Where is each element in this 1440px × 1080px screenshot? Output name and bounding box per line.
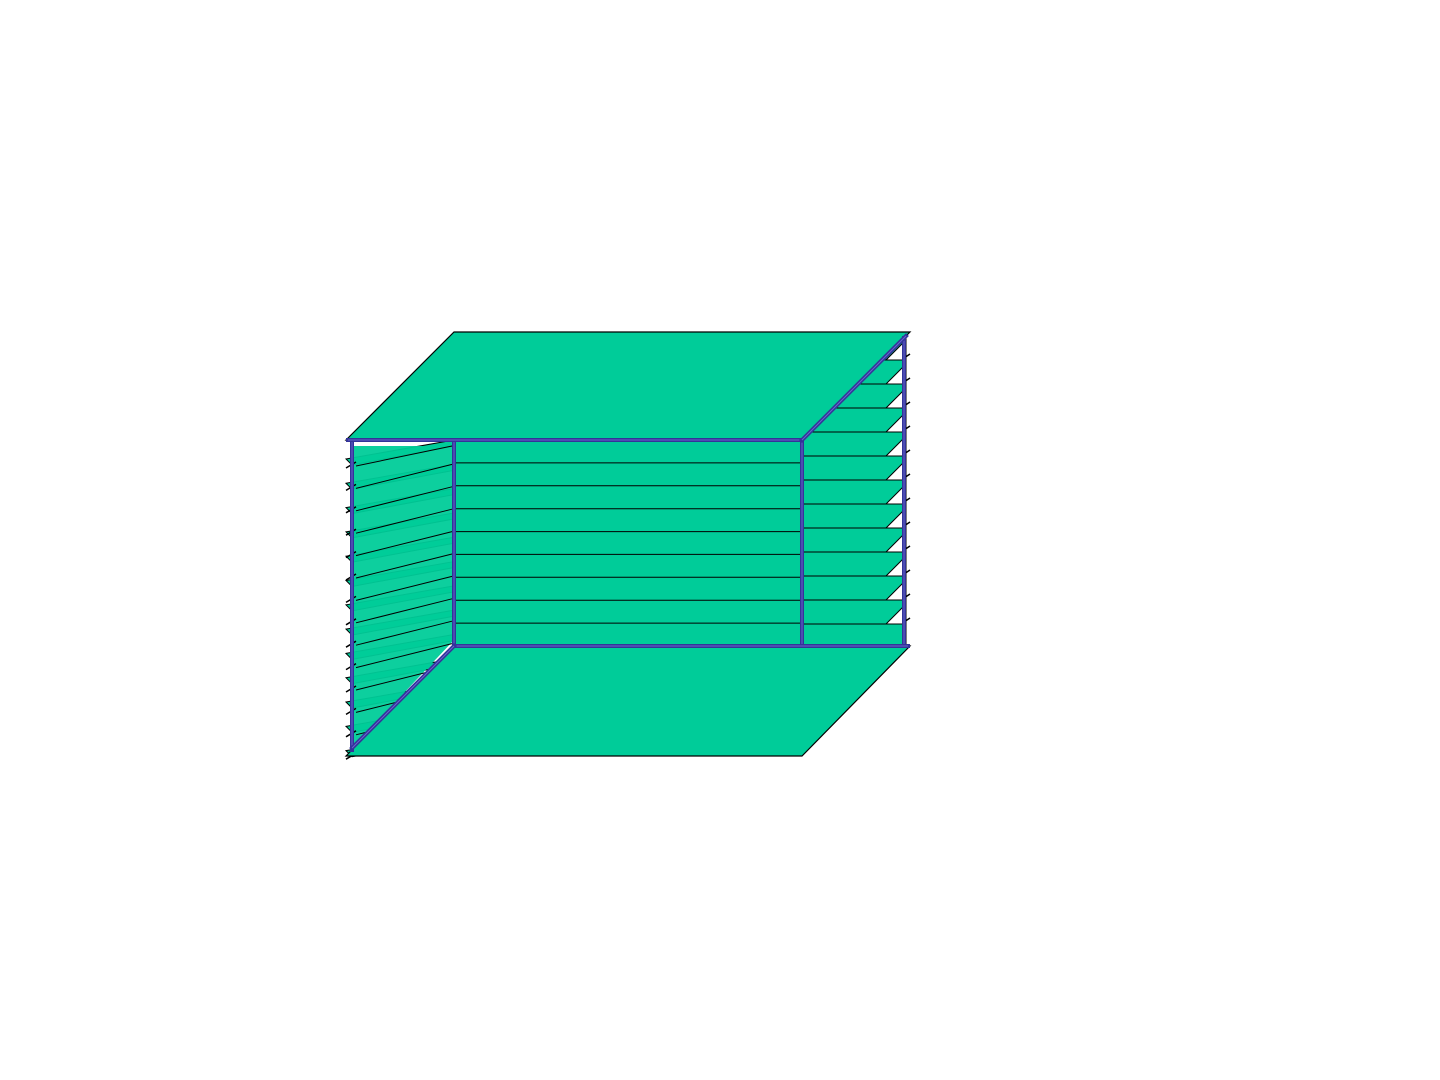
back-wall xyxy=(453,439,803,647)
left-wall-hatch xyxy=(355,445,453,467)
left-wall-hatch xyxy=(355,643,453,669)
left-wall-hatch xyxy=(355,620,453,646)
left-wall-hatch xyxy=(355,598,453,624)
bottom-left-beam-highlight xyxy=(351,645,455,749)
left-wall-hatch xyxy=(355,463,453,489)
left-wall-hatch xyxy=(355,486,453,512)
frame-edges-group xyxy=(346,333,910,752)
top-right-beam-highlight xyxy=(801,335,907,441)
left-wall-body xyxy=(352,446,454,748)
left-wall-hatch xyxy=(355,553,453,579)
back-wall-group xyxy=(453,439,803,647)
left-wall-hatch xyxy=(355,508,453,534)
left-wall-hatch xyxy=(355,575,453,601)
left-wall-hatch xyxy=(355,531,453,557)
